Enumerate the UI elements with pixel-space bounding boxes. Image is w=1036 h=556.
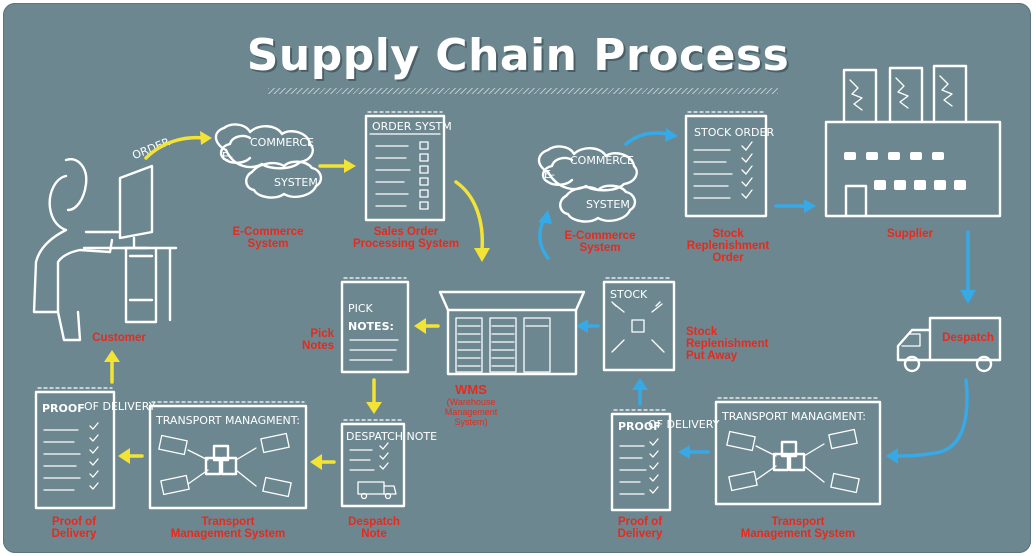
- ecommerce-2-system-text: SYSTEM: [586, 198, 630, 211]
- despatch-note-notepad-icon: [340, 419, 406, 508]
- wms-warehouse-icon: [438, 290, 586, 376]
- tms-right-heading-text: TRANSPORT MANAGMENT:: [721, 410, 866, 423]
- wms-label: WMS: [455, 382, 487, 397]
- tms-right-board-icon: [714, 397, 882, 506]
- arrow-despatch-note-to-tms: [310, 454, 336, 470]
- ecommerce-1-e-text: E-: [222, 150, 233, 163]
- arrow-tms-to-proof-right: [678, 445, 710, 459]
- ecommerce-1-system-text: SYSTEM: [274, 176, 318, 189]
- arrow-despatch-to-tms: [886, 378, 969, 464]
- stock-order-notepad-icon: [684, 111, 768, 218]
- despatch-truck-icon: [896, 316, 1002, 373]
- arrow-stock-order-to-supplier: [774, 199, 816, 213]
- order-system-text: ORDER SYSTM: [372, 120, 452, 133]
- arrow-proof-to-putaway: [632, 378, 648, 406]
- proof-right-notepad-icon: [610, 409, 672, 512]
- pick-text: PICK: [348, 302, 374, 315]
- notes-text: NOTES:: [348, 320, 394, 333]
- stock-order-text: STOCK ORDER: [694, 126, 774, 139]
- arrow-wms-to-pick-notes: [414, 318, 440, 334]
- arrow-supplier-to-despatch: [960, 230, 976, 304]
- tms-left-board-icon: [148, 401, 308, 510]
- order-word-text: ORDER: [130, 135, 172, 162]
- infographic-board: [3, 3, 1031, 553]
- arrow-ecommerce-to-sales-order: [318, 159, 356, 173]
- ecommerce-1-commerce-text: COMMERCE: [250, 136, 314, 149]
- pick-notes-notepad-icon: [340, 277, 410, 374]
- arrow-ecommerce-to-stock-order: [624, 128, 678, 146]
- arrow-sales-order-to-wms: [454, 180, 490, 262]
- supplier-label: Supplier: [886, 228, 933, 240]
- supplier-factory-icon: [824, 64, 1002, 218]
- ecommerce-2-e-text: E-: [544, 168, 555, 181]
- sales-order-notepad-icon: [364, 111, 446, 222]
- arrow-putaway-to-ecommerce: [538, 210, 552, 260]
- despatch-label: Despatch: [942, 332, 994, 344]
- ecommerce-2-commerce-text: COMMERCE: [570, 154, 634, 167]
- arrow-putaway-to-wms: [576, 319, 600, 333]
- stock-putaway-text: STOCK: [610, 288, 648, 301]
- despatch-note-text: DESPATCH NOTE: [346, 430, 437, 443]
- customer-label: Customer: [92, 332, 146, 344]
- arrow-order-to-ecommerce: [144, 131, 212, 160]
- arrow-pick-notes-to-despatch-note: [366, 378, 382, 414]
- proof-right-proof-text: PROOF: [618, 420, 661, 433]
- arrow-tms-to-proof-left: [118, 448, 144, 464]
- proof-left-notepad-icon: [34, 387, 116, 510]
- proof-left-proof-text: PROOF: [42, 402, 85, 415]
- proof-right-of-delivery-text: OF DELIVERY: [648, 418, 720, 431]
- title-underline: [268, 88, 778, 94]
- customer-figure-icon: [32, 158, 178, 342]
- stock-putaway-notepad-icon: [602, 277, 676, 372]
- tms-left-heading-text: TRANSPORT MANAGMENT:: [155, 414, 300, 427]
- ecommerce-2-cloud-icon: [537, 145, 638, 223]
- proof-left-of-delivery-text: OF DELIVERY: [84, 400, 156, 413]
- arrow-proof-to-customer: [104, 350, 120, 384]
- ecommerce-cloud-icon: [214, 123, 323, 199]
- page-title: Supply Chain Process: [246, 30, 790, 81]
